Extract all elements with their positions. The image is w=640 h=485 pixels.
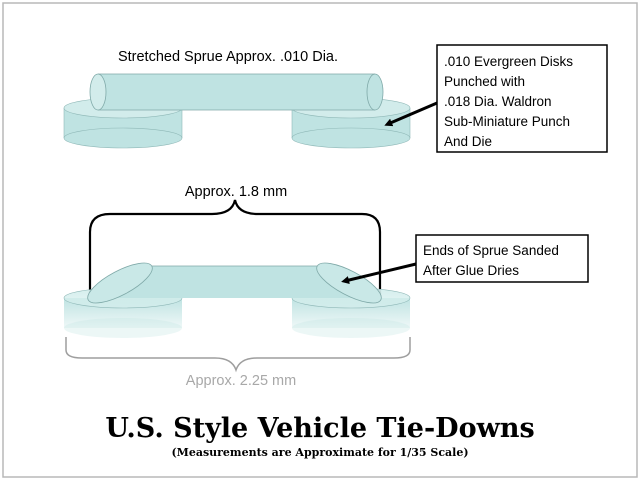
sanded-callout: Ends of Sprue Sanded After Glue Dries [341, 234, 589, 284]
top-assembly: Stretched Sprue Approx. .010 Dia. [63, 49, 411, 149]
disk-callout-line: .010 Evergreen Disks [444, 54, 573, 69]
diagram-title: U.S. Style Vehicle Tie-Downs [105, 413, 534, 444]
disk-callout-line: .018 Dia. Waldron [444, 94, 552, 109]
disk-callout-box [436, 44, 608, 153]
disk-callout-line: Sub-Miniature Punch [444, 114, 570, 129]
sanded-callout-line: After Glue Dries [423, 263, 519, 278]
disk-callout: .010 Evergreen Disks Punched with .018 D… [384, 44, 608, 153]
approx-lower-label: Approx. 2.25 mm [186, 373, 296, 389]
disk-callout-line: Punched with [444, 74, 525, 89]
sanded-callout-text: Ends of Sprue Sanded After Glue Dries [423, 243, 563, 278]
sanded-callout-box [415, 234, 589, 283]
upper-dimension-bracket [88, 199, 382, 300]
top-sprue-rod [89, 73, 384, 111]
top-sprue-label: Stretched Sprue Approx. .010 Dia. [118, 49, 338, 65]
disk-callout-line: And Die [444, 134, 492, 149]
sanded-callout-arrow [341, 262, 417, 284]
sprue-body [90, 266, 380, 298]
disk-callout-arrow [384, 101, 438, 127]
diagram-subtitle: (Measurements are Approximate for 1/35 S… [171, 446, 468, 459]
lower-dimension-bracket [65, 337, 411, 373]
bottom-sanded-sprue [87, 262, 382, 304]
approx-upper-label: Approx. 1.8 mm [185, 184, 287, 200]
disk-callout-text: .010 Evergreen Disks Punched with .018 D… [444, 54, 577, 149]
sanded-callout-line: Ends of Sprue Sanded [423, 243, 559, 258]
sanded-end-left [87, 262, 153, 304]
bottom-assembly: Approx. 1.8 mm Approx. 2.25 mm [63, 184, 411, 389]
